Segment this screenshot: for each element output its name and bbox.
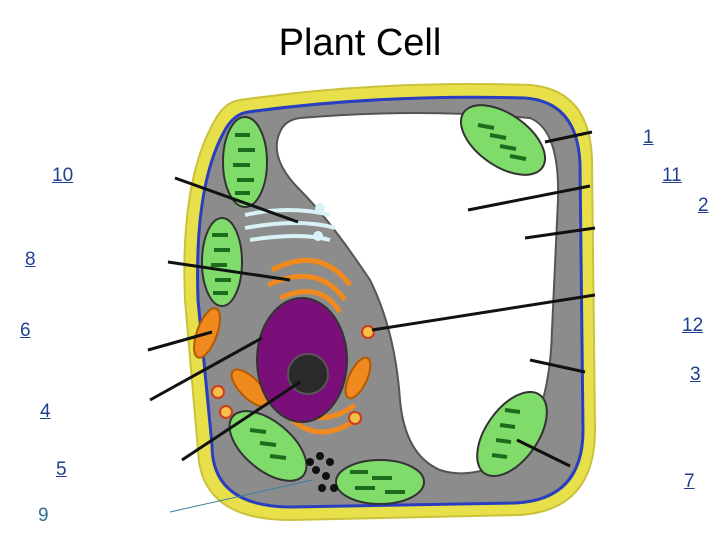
pointer-9 bbox=[169, 479, 313, 513]
vacuole bbox=[275, 112, 560, 475]
pointer-10 bbox=[174, 176, 299, 224]
nucleolus bbox=[287, 353, 329, 395]
chloroplast-bottom bbox=[335, 459, 425, 505]
mitochondrion-right bbox=[344, 356, 372, 400]
pointer-2 bbox=[524, 226, 596, 240]
vesicle-b bbox=[211, 385, 225, 399]
label-5: 5 bbox=[56, 459, 67, 480]
chloroplast-top-left bbox=[222, 116, 268, 208]
label-2: 2 bbox=[698, 195, 709, 216]
vesicle-c bbox=[219, 405, 233, 419]
pointer-12 bbox=[371, 293, 596, 332]
pointer-6 bbox=[147, 330, 213, 352]
pointer-3 bbox=[529, 358, 586, 374]
pointer-7 bbox=[516, 438, 571, 468]
label-4: 4 bbox=[40, 401, 51, 422]
pointer-11 bbox=[467, 184, 591, 212]
chloroplast-left bbox=[201, 217, 243, 307]
label-8: 8 bbox=[25, 249, 36, 270]
pointer-5 bbox=[181, 380, 301, 462]
label-6: 6 bbox=[20, 320, 31, 341]
vesicle-d bbox=[348, 411, 362, 425]
vesicle-a bbox=[361, 325, 375, 339]
chloroplast-top-right bbox=[459, 104, 547, 176]
label-11: 11 bbox=[662, 165, 682, 186]
endoplasmic-reticulum bbox=[244, 203, 336, 242]
pointer-lines bbox=[147, 130, 596, 468]
pointer-4 bbox=[149, 336, 263, 402]
diagram-title: Plant Cell bbox=[278, 22, 442, 64]
label-10: 10 bbox=[52, 165, 74, 186]
chloroplast-bottom-right bbox=[476, 390, 548, 478]
pointer-1 bbox=[544, 130, 593, 144]
label-7: 7 bbox=[684, 471, 695, 492]
label-9: 9 bbox=[38, 505, 49, 526]
label-12: 12 bbox=[682, 315, 704, 336]
chloroplast-bottom-left bbox=[228, 410, 308, 482]
ribosomes bbox=[306, 452, 338, 492]
pointer-8 bbox=[167, 260, 291, 282]
label-1: 1 bbox=[643, 127, 654, 148]
label-3: 3 bbox=[690, 364, 701, 385]
